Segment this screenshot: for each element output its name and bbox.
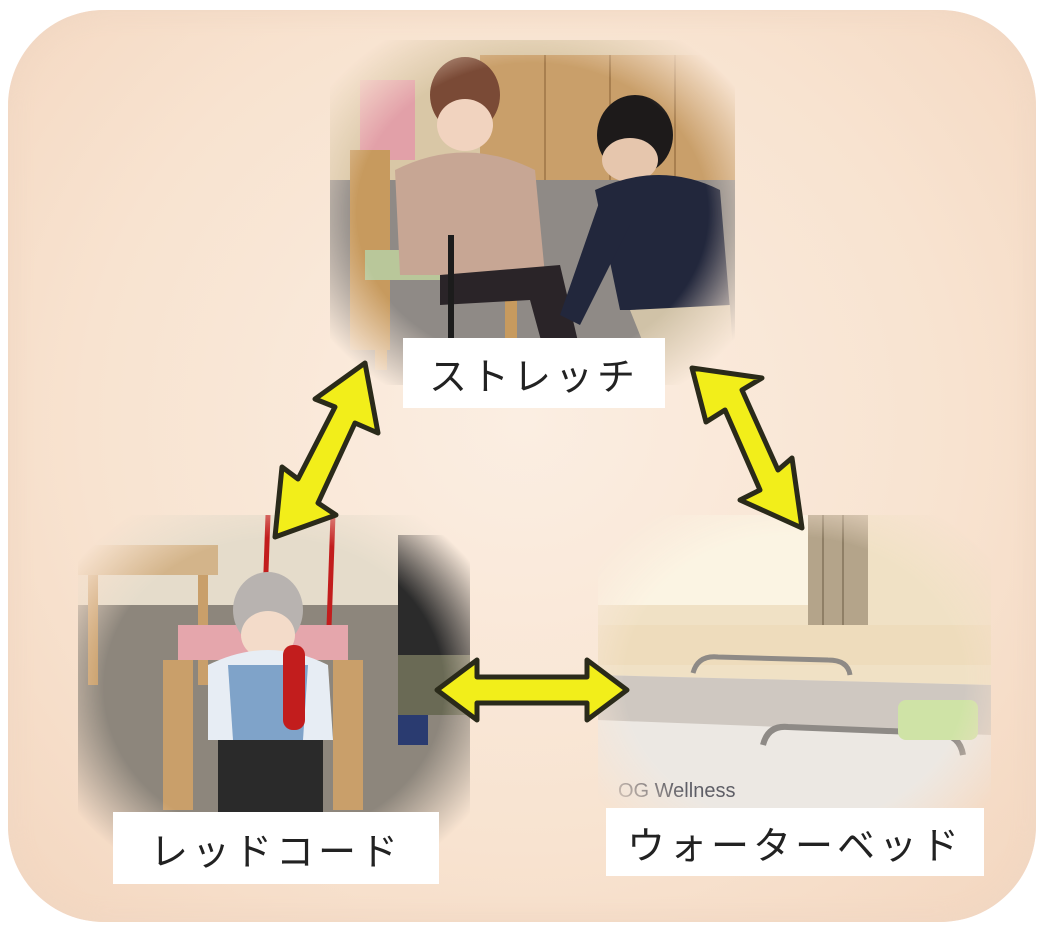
double-arrow-icon <box>689 365 805 531</box>
red-cord-label: レッドコード <box>113 812 439 884</box>
double-arrow-icon <box>272 360 381 540</box>
stretch-scene <box>330 40 735 385</box>
water-bed-photo: OG Wellness <box>598 515 991 845</box>
water-bed-scene: OG Wellness <box>598 515 991 845</box>
red-cord-scene <box>78 515 470 860</box>
water-bed-label: ウォーターベッド <box>606 808 984 876</box>
stretch-label: ストレッチ <box>403 338 665 408</box>
stretch-photo <box>330 40 735 385</box>
bed-brand-text: OG Wellness <box>618 780 735 802</box>
red-cord-photo <box>78 515 470 860</box>
double-arrow-icon <box>434 657 630 723</box>
